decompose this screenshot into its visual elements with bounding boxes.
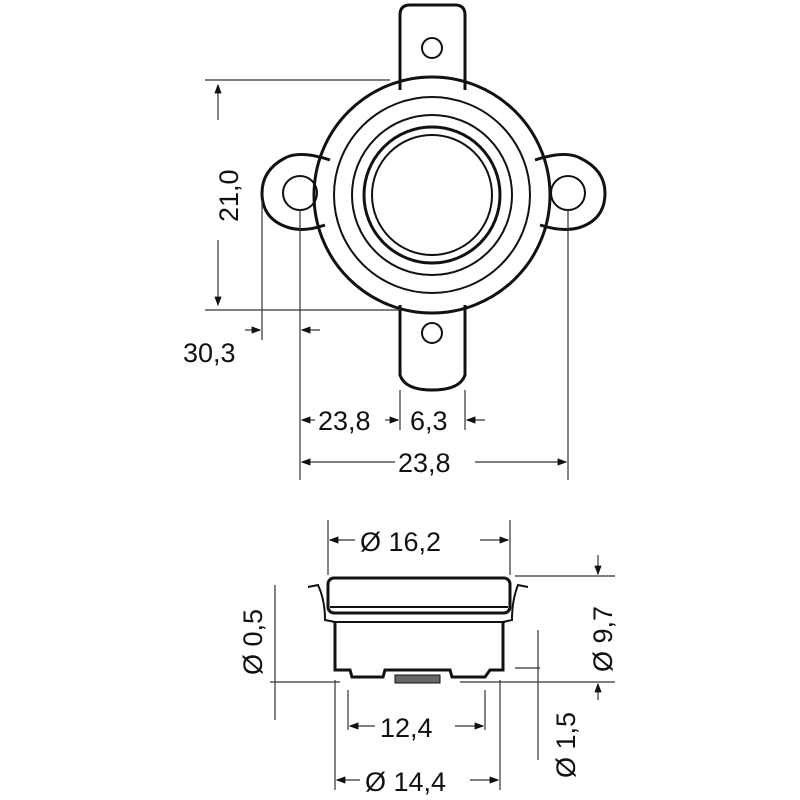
tab-hole-top <box>421 37 443 59</box>
top-tab <box>398 3 467 90</box>
tab-hole-bottom <box>421 322 443 344</box>
flange-ring <box>333 96 531 294</box>
body <box>333 623 505 679</box>
ear-hole-left <box>282 175 318 211</box>
total-width-dimension: 23,8 <box>398 448 451 478</box>
bottom-tab <box>398 305 467 392</box>
inner-width-dimension: 12,4 <box>380 713 433 743</box>
cap <box>326 576 512 615</box>
bore <box>371 134 493 256</box>
left-width-dimension: 23,8 <box>318 406 371 436</box>
left-ear <box>260 153 331 231</box>
outer-ring <box>312 75 552 315</box>
pin-diameter-dimension: Ø 0,5 <box>238 609 268 675</box>
ear-hole-right <box>550 175 586 211</box>
height-diameter-dimension: Ø 9,7 <box>588 606 618 672</box>
bottom-diameter-dimension: Ø 14,4 <box>365 767 446 797</box>
dimension-lines <box>205 79 569 480</box>
tab-width-dimension: 6,3 <box>410 406 448 436</box>
side-dimension-lines <box>270 520 615 790</box>
small-diameter-dimension: Ø 1,5 <box>551 712 581 778</box>
height-dimension: 21,0 <box>214 169 244 222</box>
top-diameter-dimension: Ø 16,2 <box>360 527 441 557</box>
offset-dimension: 30,3 <box>183 338 236 368</box>
top-view: 21,0 30,3 23,8 6,3 23,8 <box>183 3 607 480</box>
right-clip <box>502 583 529 623</box>
inner-ring <box>362 125 502 265</box>
contact <box>394 674 441 684</box>
side-view: Ø 16,2 Ø 0,5 Ø 9,7 12,4 Ø 1,5 Ø 14,4 <box>238 520 618 797</box>
seal-ring <box>351 114 513 276</box>
left-clip <box>307 583 336 623</box>
